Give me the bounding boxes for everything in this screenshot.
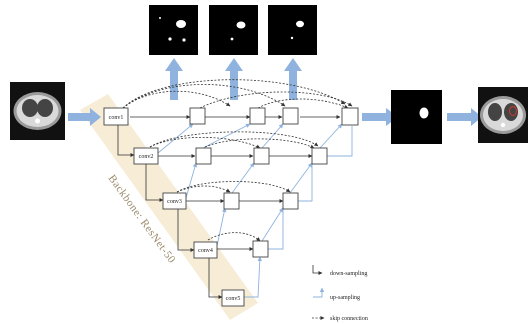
decoder-node-x13 (311, 147, 328, 165)
legend-down-sampling: down-sampling (330, 271, 367, 277)
overlay-ct-image (478, 87, 528, 143)
node-label: conv3 (167, 199, 182, 205)
deep-supervision-output-2 (209, 5, 258, 55)
overlay-arrow (447, 108, 482, 126)
up-sampling-edges (157, 123, 353, 298)
skip-connection-edges (122, 79, 353, 242)
same-level-edges (130, 115, 341, 251)
supervision-arrows (165, 58, 302, 100)
decoder-node-x01 (189, 107, 206, 125)
encoder-node-conv3: conv3 (162, 192, 187, 210)
encoder-node-conv4: conv4 (193, 241, 218, 259)
decoder-node-x21 (223, 192, 240, 210)
node-label: conv5 (226, 296, 241, 302)
legend-up-sampling: up-sampling (330, 295, 360, 301)
node-label: conv4 (198, 248, 213, 254)
final-mask-output (391, 90, 442, 144)
encoder-node-conv5: conv5 (221, 289, 245, 307)
input-ct-image (10, 82, 65, 140)
legend-skip-connection: skip connection (330, 316, 368, 322)
node-label: conv2 (139, 154, 154, 160)
decoder-node-x11 (195, 147, 212, 165)
decoder-node-x02 (249, 107, 266, 125)
decoder-node-x31 (252, 240, 269, 258)
encoder-node-conv2: conv2 (133, 147, 159, 165)
deep-supervision-output-1 (149, 5, 198, 55)
decoder-nodes (189, 107, 359, 258)
decoder-node-x22 (282, 192, 299, 210)
encoder-node-conv1: conv1 (103, 107, 129, 126)
down-sampling-edges (117, 125, 223, 299)
decoder-node-x12 (253, 147, 270, 165)
legend: down-sampling up-sampling skip connectio… (312, 265, 368, 322)
decoder-node-x04 (341, 107, 359, 126)
input-arrow (68, 108, 101, 126)
decoder-node-x03 (282, 107, 299, 125)
node-label: conv1 (109, 115, 124, 121)
deep-supervision-output-3 (268, 5, 317, 55)
